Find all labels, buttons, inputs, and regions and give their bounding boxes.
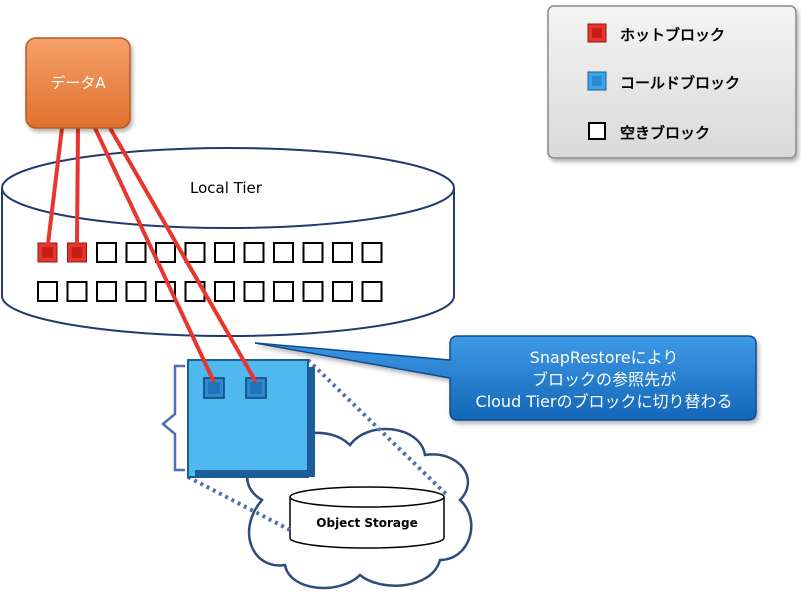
legend: ホットブロック コールドブロック 空きブロック <box>547 5 797 159</box>
connector-top <box>306 358 450 498</box>
cold-block-inner <box>250 382 262 394</box>
free-block <box>361 281 383 302</box>
free-block <box>155 242 176 263</box>
free-block <box>66 281 88 302</box>
free-block <box>332 281 353 302</box>
legend-cold-label: コールドブロック <box>620 74 740 92</box>
free-block <box>273 281 294 302</box>
block-grid <box>37 242 383 302</box>
ref-line-hot-2 <box>75 127 80 245</box>
legend-hot-label: ホットブロック <box>620 26 725 44</box>
ref-line-hot-1 <box>46 127 64 245</box>
object-storage-top <box>289 486 445 508</box>
ref-line-cold-2 <box>108 127 258 383</box>
free-block <box>361 242 383 263</box>
legend-cold-swatch-inner <box>592 76 602 86</box>
object-storage-body <box>289 497 445 549</box>
free-block <box>214 242 235 263</box>
free-block <box>243 242 265 263</box>
legend-hot-swatch-inner <box>592 28 602 38</box>
free-block <box>125 281 147 302</box>
free-block <box>214 281 235 302</box>
cold-block-inner <box>208 382 220 394</box>
free-block <box>125 242 147 263</box>
free-block <box>302 242 324 263</box>
cold-tier-bracket <box>161 364 185 472</box>
callout-line-1: SnapRestoreにより <box>530 348 679 367</box>
free-block <box>184 242 206 263</box>
free-block <box>302 281 324 302</box>
cold-tier-container <box>161 359 315 478</box>
free-block <box>273 242 294 263</box>
data-a-box <box>25 37 131 129</box>
ref-line-cold-1 <box>93 127 216 383</box>
reference-lines <box>46 127 258 383</box>
legend-box <box>547 5 797 159</box>
data-a-label: データA <box>50 74 106 92</box>
legend-free-swatch <box>588 122 606 140</box>
callout: SnapRestoreにより ブロックの参照先が Cloud Tierのブロック… <box>254 335 757 421</box>
callout-line-2: ブロックの参照先が <box>532 370 676 389</box>
cold-tier-box-side <box>308 367 315 477</box>
free-block <box>332 242 353 263</box>
callout-bubble <box>254 335 757 421</box>
free-block <box>96 242 117 263</box>
legend-free-label: 空きブロック <box>620 124 710 142</box>
cold-tier-box-shadow <box>195 470 315 477</box>
free-block <box>37 281 58 302</box>
hot-block-inner <box>71 247 83 258</box>
free-block <box>96 281 117 302</box>
callout-line-3: Cloud Tierのブロックに切り替わる <box>476 392 733 411</box>
local-tier-label: Local Tier <box>190 179 263 197</box>
cloud-tier-connectors <box>187 358 450 532</box>
hot-block-inner <box>42 247 53 258</box>
data-a-node: データA <box>25 37 131 129</box>
connector-bottom <box>187 475 291 532</box>
object-storage-label: Object Storage <box>316 516 417 530</box>
free-block <box>243 281 265 302</box>
